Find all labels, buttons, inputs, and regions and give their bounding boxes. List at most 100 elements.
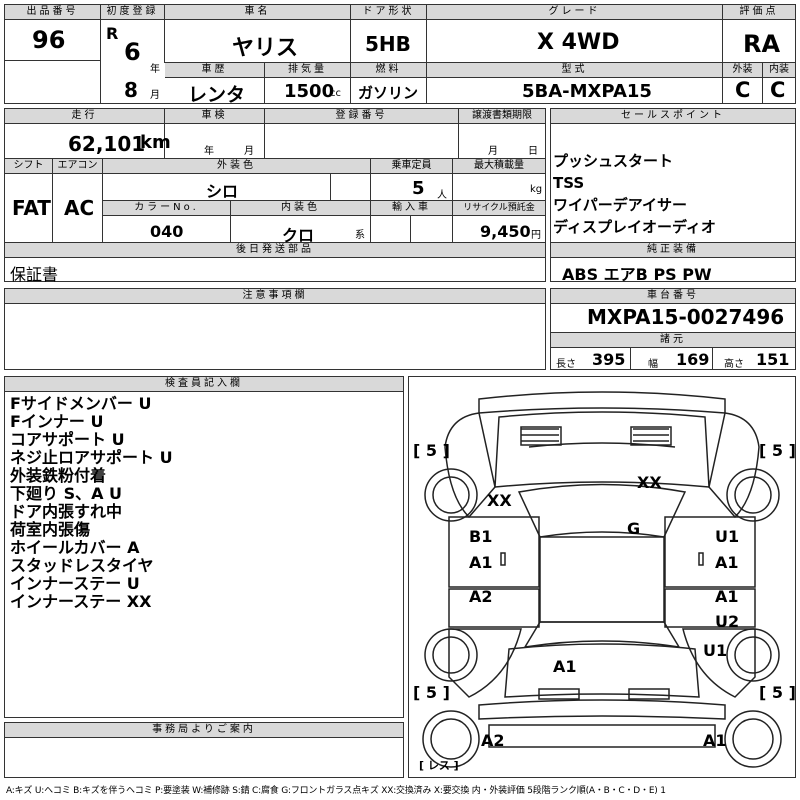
inspector-item: ドア内張すれ中 bbox=[10, 502, 123, 521]
sales-label: セールスポイント bbox=[551, 109, 795, 124]
exterior-label: 外装 bbox=[723, 63, 762, 78]
recycle-unit: 円 bbox=[531, 230, 541, 241]
capacity-label: 乗車定員 bbox=[371, 159, 452, 174]
inspector-item: コアサポート U bbox=[10, 430, 125, 449]
tire-front-left: [ 5 ] bbox=[413, 441, 450, 460]
car-name: ヤリス bbox=[232, 36, 299, 61]
lot-number: 96 bbox=[32, 26, 66, 54]
sales-point: ワイパーデアイサー bbox=[553, 196, 687, 214]
rear-left-mark: A2 bbox=[481, 731, 505, 750]
right-front-door-mark-2: A1 bbox=[715, 553, 739, 572]
history: レンタ bbox=[188, 84, 246, 106]
spare-tire-mark: [ レス ] bbox=[419, 759, 459, 772]
color-no: 040 bbox=[150, 222, 184, 241]
inspector-item: インナーステー XX bbox=[10, 592, 152, 611]
max-load-label: 最大積載量 bbox=[453, 159, 545, 174]
registration-label: 登録番号 bbox=[265, 109, 458, 124]
reg-year: 6 bbox=[124, 38, 141, 66]
length-label: 長さ bbox=[556, 359, 576, 370]
interior-color-label: 内装色 bbox=[231, 201, 370, 216]
tire-rear-right: [ 5 ] bbox=[759, 683, 796, 702]
trunk-mark: A1 bbox=[553, 657, 577, 676]
inspection-label: 車検 bbox=[165, 109, 264, 124]
import-label: 輸入車 bbox=[371, 201, 452, 216]
chassis-label: 車台番号 bbox=[551, 289, 795, 304]
interior-color: クロ bbox=[282, 226, 315, 245]
inspector-item: Fインナー U bbox=[10, 412, 104, 431]
first-reg-label: 初度登録 bbox=[101, 5, 164, 20]
roof-mark: G bbox=[627, 519, 641, 538]
fuel-label: 燃料 bbox=[351, 63, 426, 78]
shift-label: シフト bbox=[5, 159, 52, 174]
grade-label: グレード bbox=[427, 5, 722, 20]
fuel: ガソリン bbox=[358, 84, 419, 102]
capacity-unit: 人 bbox=[437, 190, 447, 201]
transfer-month: 月 bbox=[488, 146, 498, 157]
right-quarter-mark: U1 bbox=[703, 641, 728, 660]
length: 395 bbox=[592, 350, 626, 369]
color-label: 外装色 bbox=[103, 159, 370, 174]
exterior-grade: C bbox=[735, 78, 751, 102]
inspector-item: スタッドレスタイヤ bbox=[10, 556, 154, 575]
displacement: 1500 bbox=[284, 81, 335, 102]
year-unit: 年 bbox=[150, 64, 160, 75]
inspection-year-unit: 年 bbox=[204, 146, 214, 157]
mileage-unit: km bbox=[140, 132, 171, 153]
office-label: 事務局よりご案内 bbox=[5, 723, 403, 738]
recycle-deposit: 9,450 bbox=[480, 222, 531, 241]
displacement-unit: cc bbox=[330, 88, 341, 99]
car-outline bbox=[422, 391, 782, 768]
legend: A:キズ U:ヘコミ B:キズを伴うヘコミ P:要塗装 W:補修跡 S:錆 C:… bbox=[6, 786, 666, 796]
name-label: 車名 bbox=[165, 5, 350, 20]
max-load-unit: kg bbox=[530, 184, 543, 195]
era: R bbox=[106, 24, 119, 43]
grade: X 4WD bbox=[537, 30, 620, 55]
transfer-day: 日 bbox=[528, 146, 538, 157]
height: 151 bbox=[756, 350, 790, 369]
left-rear-door-mark: A2 bbox=[469, 587, 493, 606]
mileage: 62,101 bbox=[68, 132, 146, 156]
door-label: ドア形状 bbox=[351, 5, 426, 20]
ac-label: エアコン bbox=[53, 159, 102, 174]
lot-label: 出品番号 bbox=[5, 5, 100, 20]
interior-color-unit: 系 bbox=[355, 230, 365, 241]
inspection-month-unit: 月 bbox=[244, 146, 254, 157]
displacement-label: 排気量 bbox=[265, 63, 350, 78]
equipment: ABS エアB PS PW bbox=[562, 265, 712, 284]
right-rear-door-mark-2: U2 bbox=[715, 612, 740, 631]
inspector-box bbox=[4, 376, 404, 718]
model: 5BA-MXPA15 bbox=[522, 81, 652, 102]
header-box bbox=[4, 4, 796, 104]
inspector-list: Fサイドメンバー U Fインナー U コアサポート U ネジ止ロアサポート U … bbox=[10, 395, 173, 611]
transfer-label: 譲渡書類期限 bbox=[459, 109, 545, 124]
recycle-label: リサイクル預託金 bbox=[453, 201, 545, 216]
right-rear-door-mark: A1 bbox=[715, 587, 739, 606]
sales-point: プッシュスタート bbox=[553, 152, 674, 170]
notes-label: 注意事項欄 bbox=[5, 289, 545, 304]
inspector-item: Fサイドメンバー U bbox=[10, 394, 152, 413]
capacity: 5 bbox=[412, 178, 425, 199]
mileage-label: 走行 bbox=[5, 109, 164, 124]
inspector-item: インナーステー U bbox=[10, 574, 140, 593]
chassis-number: MXPA15-0027496 bbox=[587, 305, 785, 329]
equipment-label: 純正装備 bbox=[551, 243, 795, 258]
sales-points: プッシュスタート TSS ワイパーデアイサー ディスプレイオーディオ bbox=[553, 150, 716, 238]
door-type: 5HB bbox=[365, 32, 411, 56]
right-front-door-mark: U1 bbox=[715, 527, 740, 546]
interior-grade: C bbox=[770, 78, 786, 102]
rear-right-mark: A1 bbox=[703, 731, 727, 750]
height-label: 高さ bbox=[724, 359, 744, 370]
score: RA bbox=[743, 30, 781, 58]
width-label: 幅 bbox=[648, 359, 658, 370]
inspector-label: 検査員記入欄 bbox=[5, 377, 403, 392]
car-diagram: [ 5 ] [ 5 ] [ 5 ] [ 5 ] XX XX B1 A1 A2 G… bbox=[408, 376, 796, 778]
reg-month: 8 bbox=[124, 78, 138, 102]
ac: AC bbox=[64, 196, 95, 220]
color: シロ bbox=[206, 182, 239, 201]
inspector-item: ホイールカバー A bbox=[10, 538, 140, 557]
tire-front-right: [ 5 ] bbox=[759, 441, 796, 460]
later-parts: 保証書 bbox=[10, 265, 59, 284]
inspector-item: ネジ止ロアサポート U bbox=[10, 448, 173, 467]
shift: FAT bbox=[12, 196, 51, 220]
inspector-item: 下廻り S、A U bbox=[10, 484, 123, 503]
